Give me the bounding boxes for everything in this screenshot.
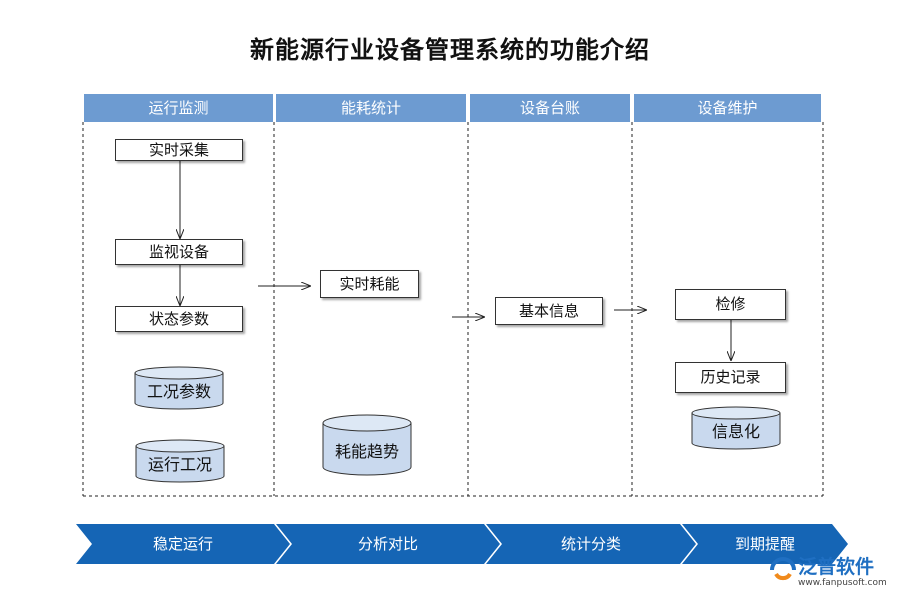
box-basic-info: 基本信息 <box>495 297 603 325</box>
banner-label-reminder: 到期提醒 <box>734 535 795 553</box>
process-banner: 稳定运行 分析对比 统计分类 到期提醒 <box>0 524 900 564</box>
cylinder-operating-conditions: 运行工况 <box>135 439 225 483</box>
chevron-3 <box>486 524 696 564</box>
banner-label-classify: 统计分类 <box>560 535 621 553</box>
chevron-2 <box>276 524 500 564</box>
page-title: 新能源行业设备管理系统的功能介绍 <box>250 36 650 64</box>
column-header-monitoring: 运行监测 <box>84 94 273 122</box>
box-realtime-collect: 实时采集 <box>115 139 243 161</box>
logo-url: www.fanpusoft.com <box>798 578 887 588</box>
cylinder-informatization: 信息化 <box>691 406 781 450</box>
logo-name: 泛普软件 <box>798 556 875 578</box>
chevron-4 <box>682 524 848 564</box>
cylinder-working-params: 工况参数 <box>134 366 224 410</box>
banner-label-stable: 稳定运行 <box>152 535 213 553</box>
box-repair: 检修 <box>675 289 786 320</box>
logo-mark-icon <box>770 557 796 581</box>
box-realtime-energy: 实时耗能 <box>320 270 419 298</box>
box-history-record: 历史记录 <box>675 362 786 393</box>
column-header-energy: 能耗统计 <box>276 94 466 122</box>
box-monitor-equipment: 监视设备 <box>115 239 243 265</box>
column-header-ledger: 设备台账 <box>470 94 630 122</box>
cylinder-energy-trend: 耗能趋势 <box>322 414 412 476</box>
chevron-1 <box>76 524 290 564</box>
fanpu-logo: 泛普软件 www.fanpusoft.com <box>768 552 896 598</box>
box-status-params: 状态参数 <box>115 306 243 332</box>
column-header-maintenance: 设备维护 <box>634 94 821 122</box>
banner-label-analysis: 分析对比 <box>357 535 418 553</box>
